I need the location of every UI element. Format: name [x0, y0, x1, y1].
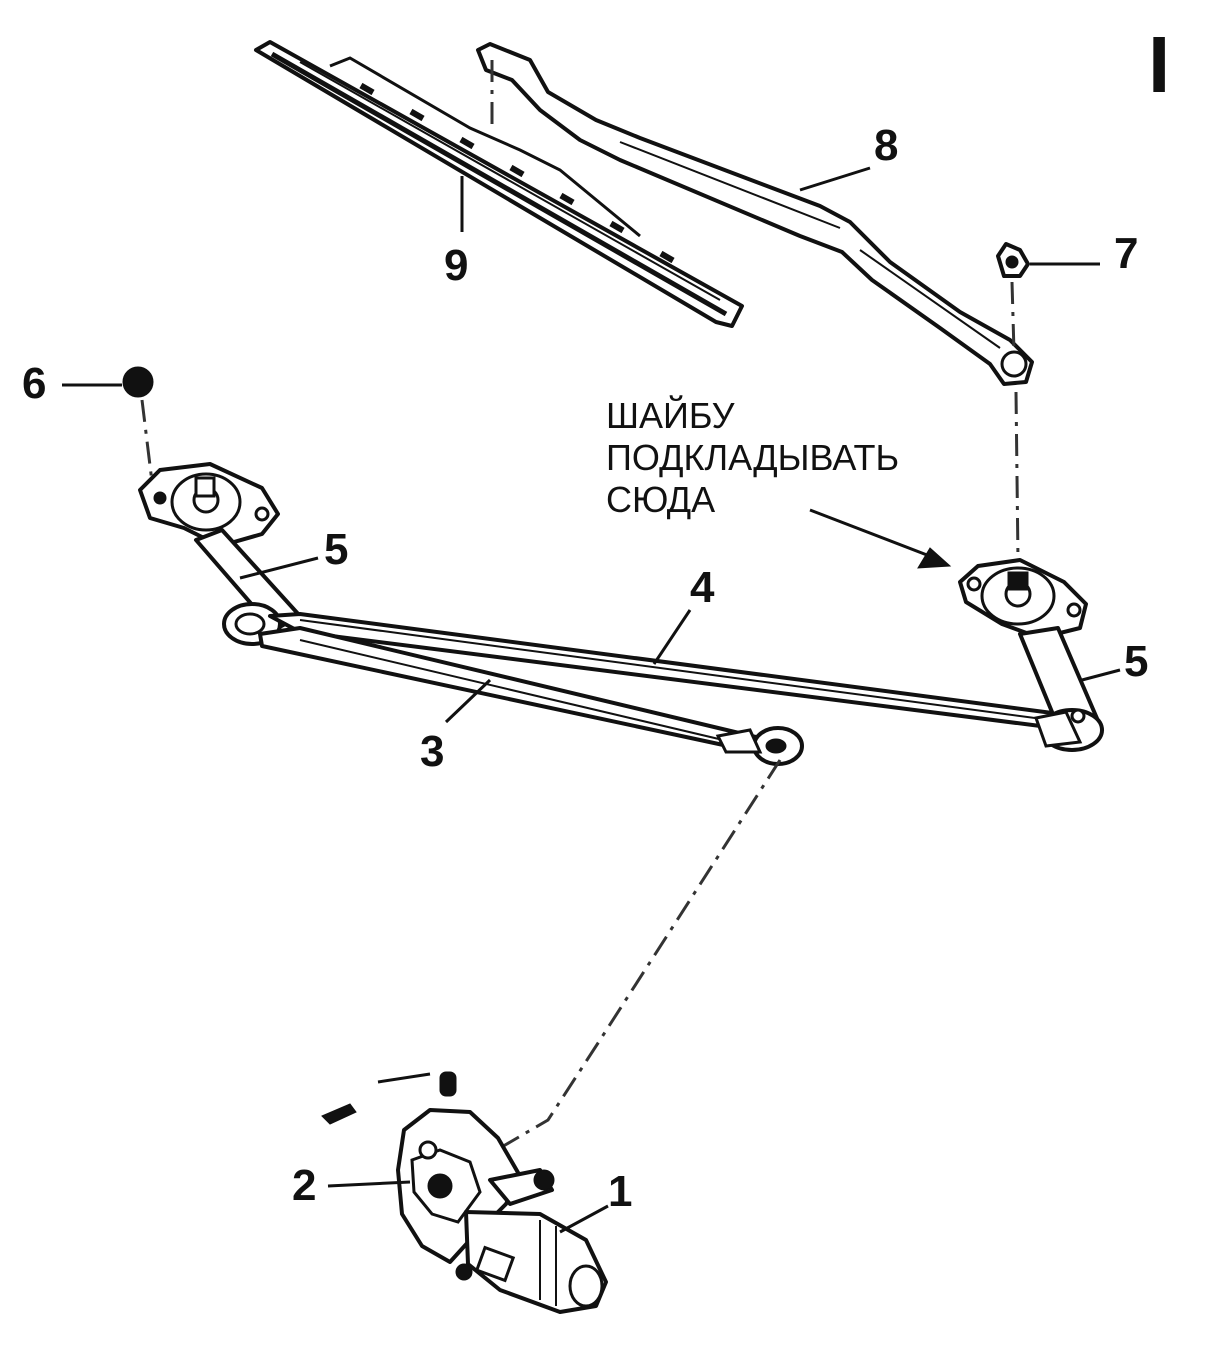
callout-6: 6: [22, 359, 46, 408]
leader-4: [652, 609, 692, 665]
note-line-1: ШАЙБУ: [606, 394, 736, 436]
leader-1: [559, 1204, 609, 1234]
motor-link-rod: [258, 626, 804, 766]
right-pivot-housing: [958, 558, 1088, 640]
nut-6: [122, 366, 154, 483]
leader-5-left: [239, 556, 319, 580]
callout-4: 4: [690, 563, 715, 612]
washer-note: ШАЙБУ ПОДКЛАДЫВАТЬ СЮДА: [606, 394, 899, 520]
callout-5-right: 5: [1124, 637, 1148, 686]
wiper-blade: [254, 40, 744, 328]
leader-8: [799, 166, 871, 192]
note-arrow-head: [917, 547, 952, 569]
callout-7: 7: [1114, 229, 1138, 278]
wiper-motor-assembly: [321, 1071, 608, 1314]
leader-5-right: [1081, 668, 1121, 682]
note-arrow-line: [809, 508, 941, 562]
page-mark: I: [1148, 20, 1170, 109]
left-pivot-housing: [138, 462, 280, 548]
nut-7: [996, 242, 1030, 353]
callout-5-left: 5: [324, 525, 348, 574]
arm-axis-line: [1014, 391, 1020, 561]
leader-lines: [62, 166, 1121, 1234]
callout-9: 9: [444, 241, 468, 290]
wiper-arm: [476, 42, 1034, 386]
motor-axis-line: [499, 759, 782, 1150]
pivot-lever-left: [194, 528, 302, 646]
leader-2: [327, 1180, 411, 1188]
note-line-3: СЮДА: [606, 479, 715, 520]
leader-3: [444, 678, 492, 724]
callout-8: 8: [874, 121, 898, 170]
callout-1: 1: [608, 1167, 632, 1216]
callout-2: 2: [292, 1161, 316, 1210]
note-line-2: ПОДКЛАДЫВАТЬ: [606, 437, 899, 478]
callout-3: 3: [420, 727, 444, 776]
pivot-lever-right: [1018, 626, 1104, 752]
